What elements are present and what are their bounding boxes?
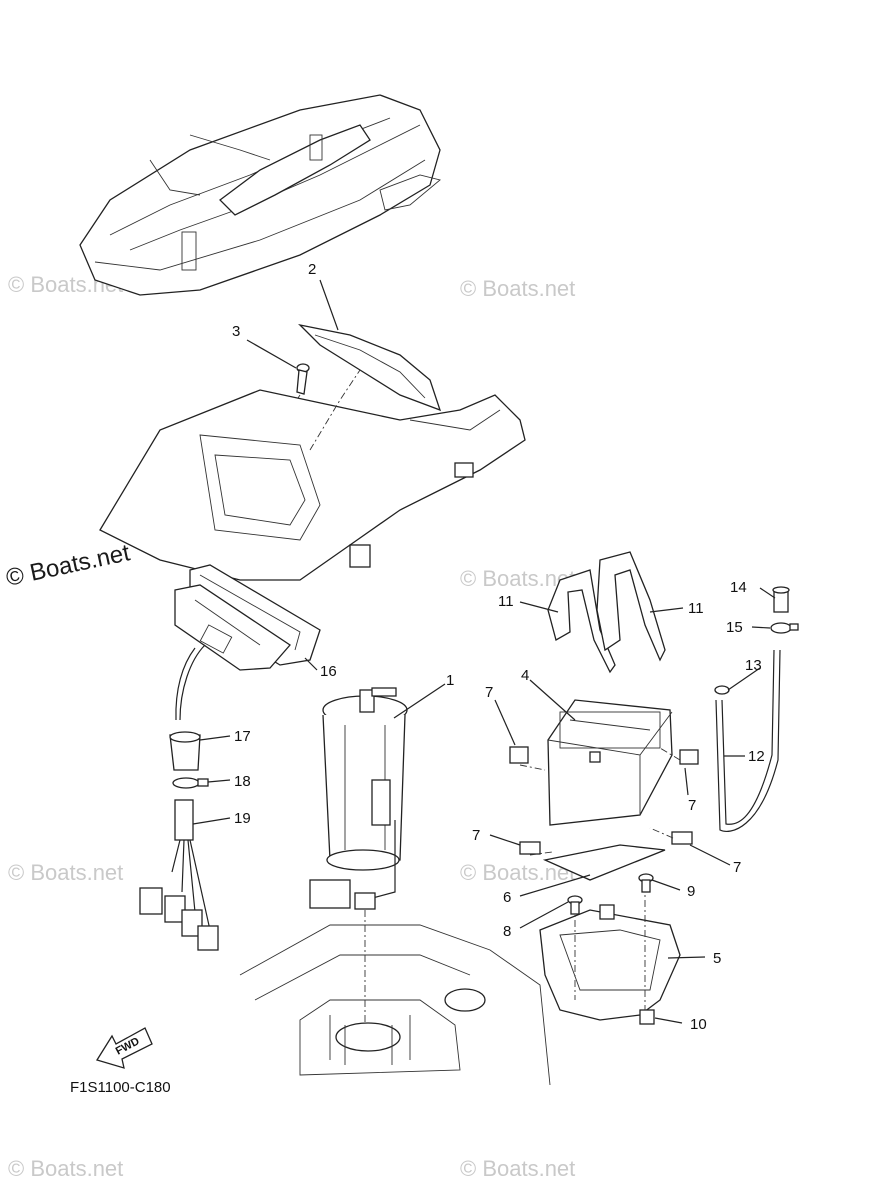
watermark-mid-right: © Boats.net bbox=[460, 566, 575, 591]
callout-7b: 7 bbox=[688, 797, 696, 814]
part-5-battery-box bbox=[539, 885, 681, 1025]
watermark-top-right: © Boats.net bbox=[460, 276, 575, 301]
part-11-battery-straps bbox=[547, 551, 666, 674]
watermark-lower-left: © Boats.net bbox=[8, 860, 123, 885]
callout-14: 14 bbox=[730, 579, 747, 596]
callout-3: 3 bbox=[232, 323, 240, 340]
callout-7a: 7 bbox=[485, 684, 493, 701]
part-14-fitting bbox=[772, 586, 790, 613]
callout-11b: 11 bbox=[688, 600, 704, 617]
watermark-bottom-left: © Boats.net bbox=[8, 1156, 123, 1181]
part-16-access-cover bbox=[174, 564, 321, 671]
callout-13: 13 bbox=[745, 657, 762, 674]
part-6-tray-sheet bbox=[542, 844, 666, 881]
callout-16: 16 bbox=[320, 663, 337, 680]
parts-8-9-bolts bbox=[567, 873, 654, 915]
callout-7d: 7 bbox=[733, 859, 741, 876]
part-15-clamp bbox=[770, 622, 799, 634]
callout-17: 17 bbox=[234, 728, 251, 745]
fwd-arrow-icon: FWD bbox=[95, 1027, 153, 1069]
part-1-fuel-pump bbox=[309, 687, 408, 1040]
part-4-battery bbox=[547, 699, 673, 826]
figure-code: F1S1100-C180 bbox=[70, 1079, 171, 1096]
part-3-screw bbox=[229, 363, 310, 521]
callout-19: 19 bbox=[234, 810, 251, 827]
hull-section bbox=[239, 924, 551, 1086]
callout-8: 8 bbox=[503, 923, 511, 940]
callout-7c: 7 bbox=[472, 827, 480, 844]
deck-hood bbox=[99, 369, 526, 581]
part-13-clip bbox=[714, 685, 730, 695]
callout-6: 6 bbox=[503, 889, 511, 906]
callout-10: 10 bbox=[690, 1016, 707, 1033]
callout-2: 2 bbox=[308, 261, 316, 278]
leader-lines bbox=[192, 279, 776, 1024]
callout-5: 5 bbox=[713, 950, 721, 967]
callout-15: 15 bbox=[726, 619, 743, 636]
watermark-bottom-right: © Boats.net bbox=[460, 1156, 575, 1181]
watercraft-illustration bbox=[79, 94, 441, 296]
harness-assembly bbox=[139, 644, 219, 951]
part-7-pads bbox=[509, 746, 699, 856]
watermark-mid-left: © Boats.net bbox=[4, 539, 133, 592]
callout-11a: 11 bbox=[498, 593, 514, 610]
callout-18: 18 bbox=[234, 773, 251, 790]
part-2-decal bbox=[298, 323, 442, 412]
callout-12: 12 bbox=[748, 748, 765, 765]
callout-9: 9 bbox=[687, 883, 695, 900]
callout-1: 1 bbox=[446, 672, 454, 689]
callout-4: 4 bbox=[521, 667, 529, 684]
part-12-breather-hose bbox=[715, 649, 781, 833]
